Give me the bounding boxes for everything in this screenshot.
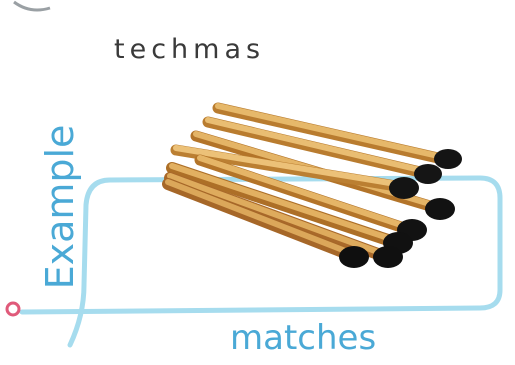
scrambled-word: techmas [114,34,266,65]
matches-bundle-icon [162,102,462,268]
match-stick [170,144,419,199]
corner-circle-fragment [13,0,51,12]
match-stick [194,154,427,241]
answer-frame-outline [19,175,503,315]
example-label: Example [38,124,82,290]
match-stick [166,162,413,254]
answer-frame-left-curve [67,177,113,348]
match-stick [164,172,403,268]
match-stick [162,178,369,268]
match-stick [212,102,462,169]
start-marker [5,301,21,317]
match-stick [202,116,442,184]
answer-word: matches [230,318,377,358]
